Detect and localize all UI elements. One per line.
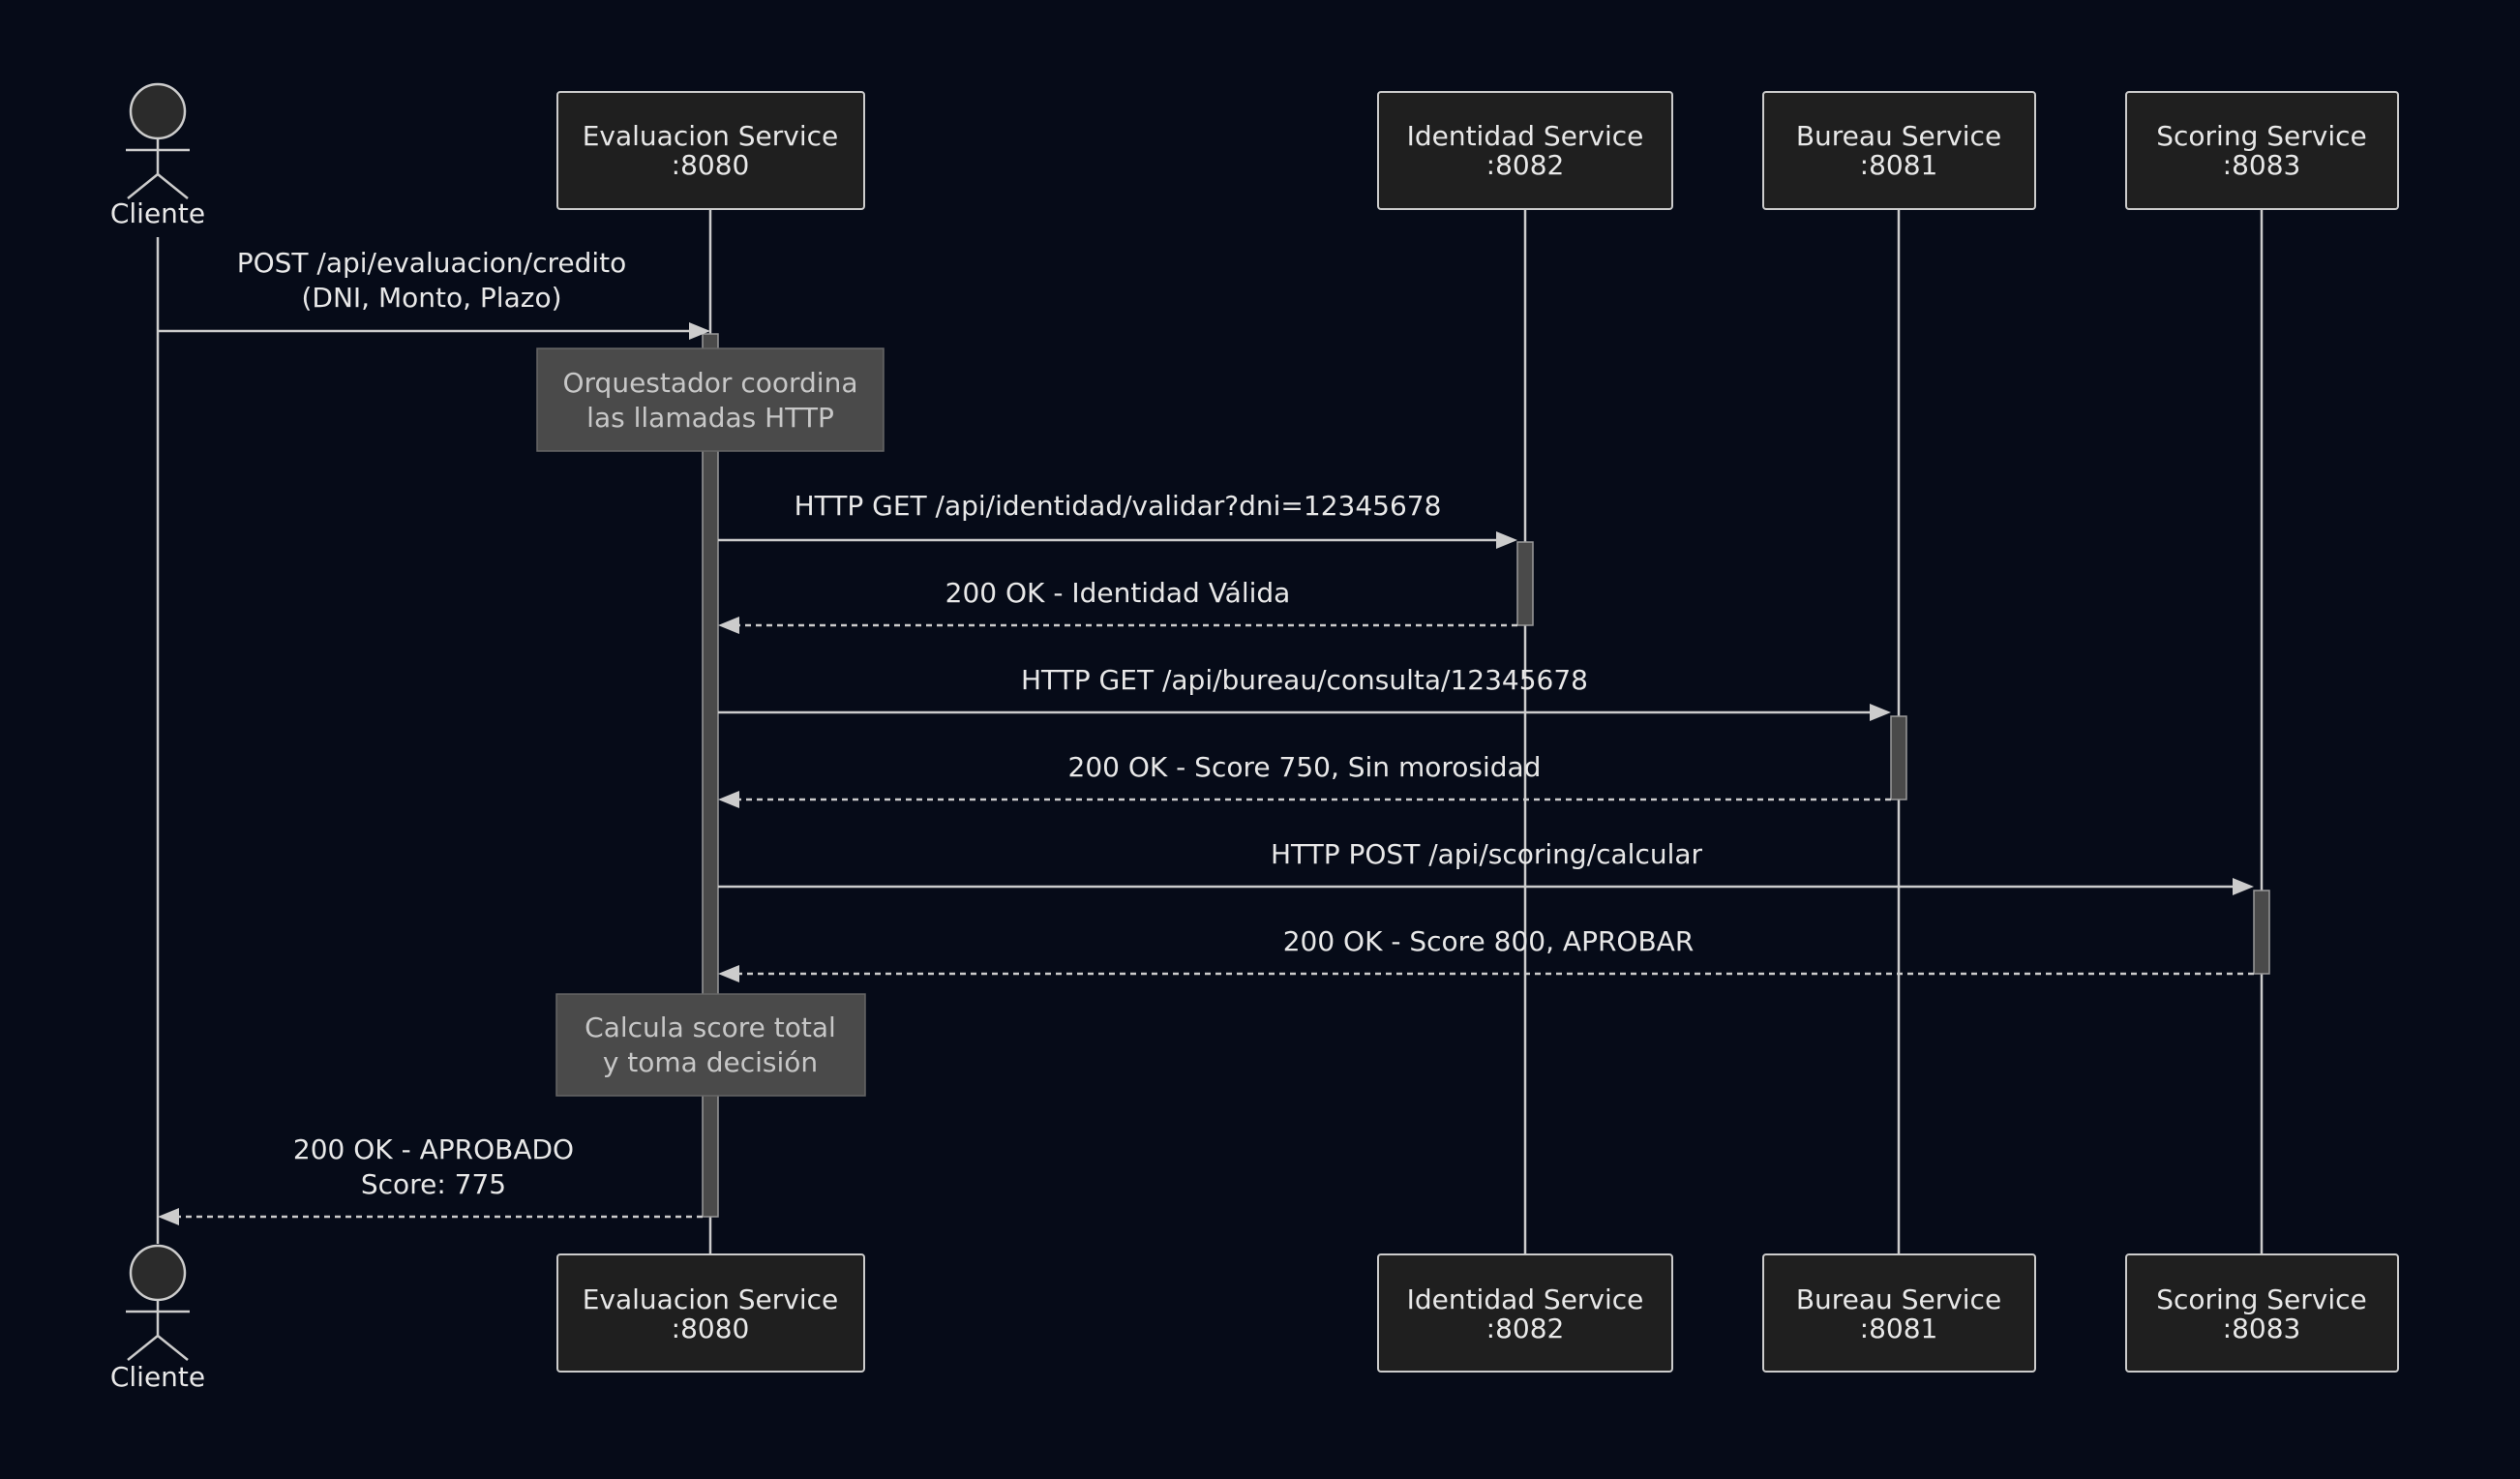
participant-port: :8080 (672, 149, 750, 181)
participant-port: :8083 (2223, 1313, 2301, 1344)
lifelines (156, 209, 2264, 1254)
message-identidad-valida: 200 OK - Identidad Válida (718, 577, 1517, 634)
participant-identidad-top: Identidad Service :8082 (1377, 91, 1673, 210)
participant-name: Identidad Service (1407, 120, 1644, 152)
message-label: HTTP POST /api/scoring/calcular (1271, 838, 1703, 870)
participant-box (1377, 1253, 1673, 1373)
participants-top: Cliente Evaluacion Service :8080 Identid… (110, 82, 2399, 229)
activation-identidad (1516, 541, 1534, 626)
actor-label: Cliente (110, 197, 205, 229)
participant-bureau-bottom: Bureau Service :8081 (1762, 1253, 2036, 1373)
participant-box (1762, 91, 2036, 210)
actor-leg-left (127, 1335, 159, 1361)
participant-port: :8082 (1486, 1313, 1565, 1344)
participant-box (556, 1253, 865, 1373)
note-line-2: y toma decisión (603, 1046, 818, 1078)
participant-port: :8081 (1860, 1313, 1938, 1344)
message-label: HTTP GET /api/identidad/validar?dni=1234… (795, 490, 1442, 522)
actor-head (129, 82, 187, 140)
message-label-line-2: (DNI, Monto, Plazo) (301, 282, 561, 314)
actor-leg-right (157, 1335, 189, 1361)
participant-name: Evaluacion Service (583, 120, 839, 152)
note-line-2: las llamadas HTTP (586, 402, 834, 434)
participant-port: :8081 (1860, 149, 1938, 181)
arrowhead-icon (718, 965, 739, 982)
arrowhead-icon (718, 791, 739, 808)
participant-box (2125, 1253, 2399, 1373)
arrowhead-icon (158, 1208, 179, 1225)
messages: POST /api/evaluacion/credito (DNI, Monto… (158, 247, 2254, 1225)
note-calcula-score: Calcula score total y toma decisión (555, 993, 866, 1097)
message-bureau-score: 200 OK - Score 750, Sin morosidad (718, 751, 1891, 808)
note-orquestador: Orquestador coordina las llamadas HTTP (536, 347, 885, 452)
participant-bureau-top: Bureau Service :8081 (1762, 91, 2036, 210)
participant-box (556, 91, 865, 210)
message-label: HTTP GET /api/bureau/consulta/12345678 (1021, 664, 1588, 696)
activation-scoring (2253, 890, 2270, 975)
note-box (555, 993, 866, 1097)
arrowhead-icon (2233, 878, 2254, 895)
participant-name: Bureau Service (1796, 120, 2001, 152)
participant-identidad-bottom: Identidad Service :8082 (1377, 1253, 1673, 1373)
actor-leg-left (127, 173, 159, 199)
arrowhead-icon (1870, 704, 1891, 721)
participant-scoring-bottom: Scoring Service :8083 (2125, 1253, 2399, 1373)
actor-leg-right (157, 173, 189, 199)
participant-name: Identidad Service (1407, 1283, 1644, 1315)
participant-name: Scoring Service (2156, 120, 2367, 152)
participant-box (1377, 91, 1673, 210)
participant-port: :8082 (1486, 149, 1565, 181)
message-post-scoring: HTTP POST /api/scoring/calcular (718, 838, 2254, 895)
message-post-evaluacion: POST /api/evaluacion/credito (DNI, Monto… (158, 247, 710, 340)
note-line-1: Calcula score total (585, 1011, 836, 1043)
note-box (536, 347, 885, 452)
message-label: 200 OK - Score 750, Sin morosidad (1068, 751, 1542, 783)
participant-evaluacion-top: Evaluacion Service :8080 (556, 91, 865, 210)
arrowhead-icon (718, 617, 739, 634)
participant-box (2125, 91, 2399, 210)
message-get-bureau: HTTP GET /api/bureau/consulta/12345678 (718, 664, 1891, 721)
actor-head (129, 1244, 187, 1302)
message-label-line-1: 200 OK - APROBADO (293, 1133, 574, 1165)
message-label: 200 OK - Score 800, APROBAR (1283, 925, 1695, 957)
participant-scoring-top: Scoring Service :8083 (2125, 91, 2399, 210)
message-scoring-aprobar: 200 OK - Score 800, APROBAR (718, 925, 2254, 982)
message-label-line-2: Score: 775 (361, 1168, 506, 1200)
actor-label: Cliente (110, 1361, 205, 1393)
participant-name: Scoring Service (2156, 1283, 2367, 1315)
participant-name: Bureau Service (1796, 1283, 2001, 1315)
actor-cliente-top: Cliente (110, 82, 205, 229)
activation-bureau (1890, 715, 1907, 800)
participant-port: :8083 (2223, 149, 2301, 181)
arrowhead-icon (1496, 531, 1517, 549)
participant-port: :8080 (672, 1313, 750, 1344)
participant-name: Evaluacion Service (583, 1283, 839, 1315)
message-get-identidad: HTTP GET /api/identidad/validar?dni=1234… (718, 490, 1517, 549)
arrowhead-icon (689, 322, 710, 340)
message-label: 200 OK - Identidad Válida (945, 577, 1291, 609)
participant-box (1762, 1253, 2036, 1373)
message-aprobado: 200 OK - APROBADO Score: 775 (158, 1133, 703, 1225)
actor-cliente-bottom: Cliente (110, 1244, 205, 1393)
participants-bottom: Cliente Evaluacion Service :8080 Identid… (110, 1244, 2399, 1393)
note-line-1: Orquestador coordina (563, 367, 858, 399)
participant-evaluacion-bottom: Evaluacion Service :8080 (556, 1253, 865, 1373)
message-label-line-1: POST /api/evaluacion/credito (237, 247, 627, 279)
